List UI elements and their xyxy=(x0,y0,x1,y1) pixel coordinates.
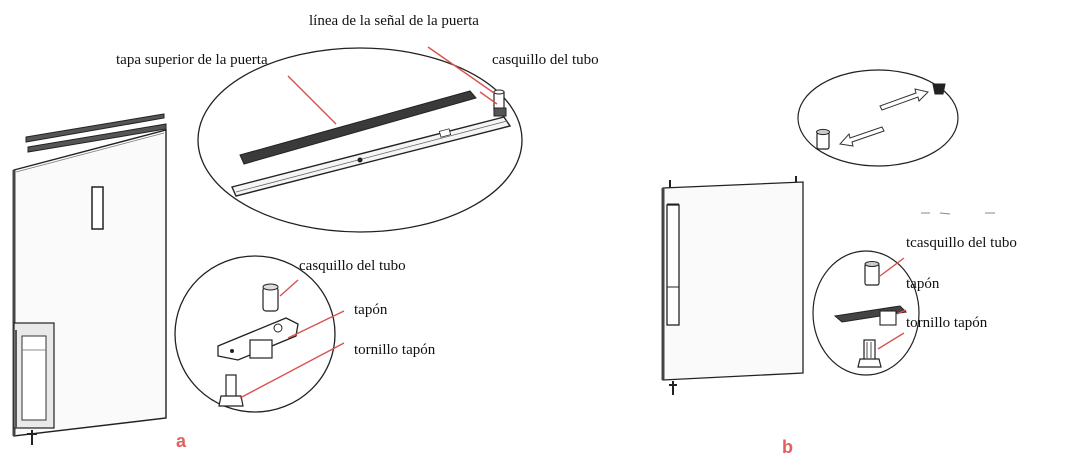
hinge-detail-circle-a xyxy=(174,255,336,413)
leaders-top-a xyxy=(287,46,498,125)
label-tube-bushing-b: tcasquillo del tubo xyxy=(906,235,1017,251)
tube-bushing-part-a xyxy=(262,283,279,312)
label-tube-bushing-a: casquillo del tubo xyxy=(299,258,406,274)
arrow-up-right-b xyxy=(879,88,929,111)
arrow-down-left-b xyxy=(839,126,885,147)
figure-letter-b: b xyxy=(782,437,793,457)
plug-plate-part-a xyxy=(217,317,299,361)
label-plug-b: tapón xyxy=(906,276,940,292)
screw-plug-part-a xyxy=(218,374,244,407)
screw-plug-part-b xyxy=(857,339,882,368)
bushing-swap-ellipse-b xyxy=(797,69,959,167)
bushing-icon-b xyxy=(816,128,830,150)
door-panel-b xyxy=(661,176,804,395)
label-door-signal-line: línea de la señal de la puerta xyxy=(309,13,479,29)
plug-plate-part-b xyxy=(833,305,908,326)
door-top-strips-a xyxy=(25,113,167,153)
label-tube-bushing-top: casquillo del tubo xyxy=(492,52,599,68)
leaders-b xyxy=(877,257,907,350)
label-door-top-cover: tapa superior de la puerta xyxy=(116,52,268,68)
label-screw-plug-b: tornillo tapón xyxy=(906,315,988,331)
label-screw-plug-a: tornillo tapón xyxy=(354,342,436,358)
tube-bushing-part-b xyxy=(864,261,880,286)
door-panel-a xyxy=(12,129,167,445)
leaders-bottom-a xyxy=(239,279,345,399)
figure-letter-a: a xyxy=(176,431,187,451)
label-plug-a: tapón xyxy=(354,302,388,318)
hinge-detail-circle-b xyxy=(812,250,920,376)
edge-marks-b xyxy=(921,212,995,215)
top-cover-detail-ellipse xyxy=(197,47,523,233)
